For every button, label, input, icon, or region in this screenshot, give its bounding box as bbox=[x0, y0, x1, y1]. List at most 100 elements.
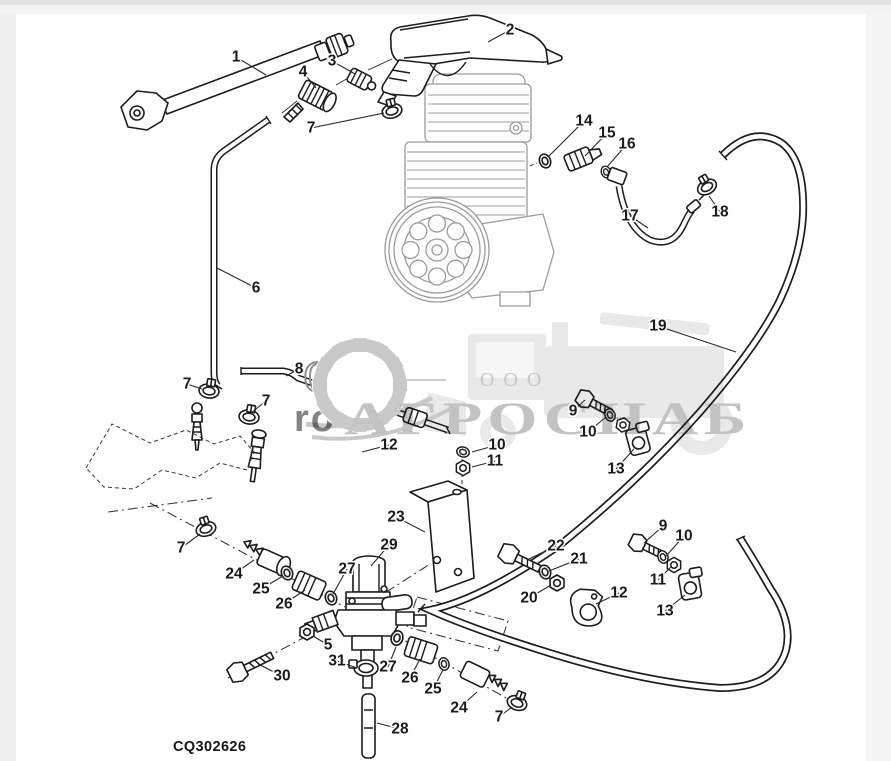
part-callout-29: 29 bbox=[380, 537, 398, 554]
part-callout-7: 7 bbox=[262, 393, 271, 410]
bolt-30 bbox=[226, 651, 275, 684]
air-compressor bbox=[384, 73, 555, 307]
leader-line-17 bbox=[629, 215, 649, 229]
part-callout-27: 27 bbox=[338, 561, 355, 578]
leader-line-6 bbox=[216, 267, 257, 289]
leader-line-29 bbox=[370, 544, 390, 567]
part-callout-19: 19 bbox=[649, 318, 667, 335]
leader-line-28 bbox=[376, 722, 401, 730]
part-callout-13: 13 bbox=[656, 603, 674, 620]
hose-17 bbox=[606, 166, 705, 246]
fitting-15 bbox=[563, 146, 603, 172]
part-callout-10: 10 bbox=[488, 437, 505, 454]
leader-line-24 bbox=[233, 559, 255, 575]
leader-line-9 bbox=[643, 525, 664, 544]
leader-line-8 bbox=[285, 368, 300, 377]
tractor-silhouette-icon bbox=[424, 312, 733, 455]
part-callout-6: 6 bbox=[252, 280, 261, 297]
fitting-26b bbox=[403, 636, 439, 665]
part-callout-11: 11 bbox=[650, 572, 667, 589]
part-callout-22: 22 bbox=[547, 538, 564, 555]
part-callout-7: 7 bbox=[183, 376, 192, 393]
part-callout-12: 12 bbox=[380, 437, 397, 454]
top-border-bar bbox=[0, 0, 891, 5]
blow-gun bbox=[377, 14, 563, 107]
extension-wand bbox=[120, 32, 355, 131]
part-callout-8: 8 bbox=[295, 361, 304, 378]
leader-line-24 bbox=[458, 691, 478, 709]
leader-line-7 bbox=[310, 112, 385, 129]
leader-line-19 bbox=[657, 325, 737, 353]
part-callout-9: 9 bbox=[569, 403, 578, 420]
leader-line-13 bbox=[615, 448, 635, 470]
leader-line-12 bbox=[361, 444, 390, 453]
leader-line-27 bbox=[332, 568, 348, 595]
part-callout-4: 4 bbox=[299, 64, 308, 81]
part-callout-25: 25 bbox=[252, 581, 270, 598]
part-callout-7: 7 bbox=[495, 709, 504, 726]
part-callout-7: 7 bbox=[177, 540, 186, 557]
leader-line-3 bbox=[331, 60, 356, 75]
part-callout-10: 10 bbox=[579, 424, 596, 441]
part-callout-30: 30 bbox=[273, 668, 290, 685]
nozzle-b bbox=[247, 429, 267, 483]
tube-28 bbox=[361, 693, 376, 759]
part-callout-24: 24 bbox=[450, 700, 468, 717]
leader-line-11 bbox=[471, 460, 496, 468]
leader-line-25 bbox=[260, 575, 284, 590]
part-callout-31: 31 bbox=[328, 653, 346, 670]
leader-line-10 bbox=[471, 444, 498, 453]
gear-wheat-logo-icon bbox=[305, 338, 453, 441]
leader-line-7 bbox=[180, 533, 201, 549]
leader-line-2 bbox=[487, 29, 511, 43]
leader-line-10 bbox=[665, 535, 685, 557]
part-callout-26: 26 bbox=[275, 596, 293, 613]
watermark-company-name: АГРОСНАБ bbox=[344, 393, 752, 445]
leader-line-7 bbox=[186, 383, 203, 390]
leader-line-25 bbox=[432, 669, 444, 690]
phantom-panel bbox=[85, 423, 255, 490]
leader-line-31 bbox=[336, 660, 358, 669]
leader-line-18 bbox=[708, 195, 721, 213]
leader-line-26 bbox=[409, 658, 421, 679]
part-callout-15: 15 bbox=[598, 125, 616, 142]
part-callout-7: 7 bbox=[307, 120, 316, 137]
part-callout-3: 3 bbox=[328, 53, 337, 70]
figure-code: CQ302626 bbox=[173, 739, 247, 755]
leader-line-7 bbox=[498, 706, 513, 718]
part-callout-13: 13 bbox=[607, 461, 625, 478]
leader-line-1 bbox=[235, 56, 267, 76]
nozzle-a bbox=[191, 402, 203, 451]
leader-line-15 bbox=[584, 132, 608, 157]
leader-line-11 bbox=[657, 566, 672, 581]
leader-line-5 bbox=[312, 635, 329, 646]
leader-line-7 bbox=[250, 400, 267, 414]
connector-24b bbox=[459, 660, 509, 692]
leader-line-12 bbox=[595, 592, 620, 605]
leader-line-23 bbox=[395, 516, 426, 533]
clamp-13b bbox=[677, 566, 703, 601]
leader-line-4 bbox=[302, 71, 317, 89]
leader-line-20 bbox=[528, 584, 552, 599]
part-callout-9: 9 bbox=[659, 518, 668, 535]
leader-line-9 bbox=[572, 399, 586, 412]
clamp-12 bbox=[569, 588, 604, 627]
right-margin-strip bbox=[866, 14, 891, 761]
watermark-org-form: ООО bbox=[480, 369, 550, 391]
leader-line-10 bbox=[587, 416, 607, 433]
part-callout-11: 11 bbox=[487, 453, 504, 470]
part-callout-18: 18 bbox=[711, 204, 729, 221]
leader-line-27 bbox=[387, 646, 397, 668]
leader-line-30 bbox=[257, 663, 283, 677]
part-callout-25: 25 bbox=[424, 681, 442, 698]
part-callout-24: 24 bbox=[225, 566, 243, 583]
part-callout-14: 14 bbox=[575, 113, 593, 130]
clamp-13a bbox=[625, 420, 651, 457]
leader-line-21 bbox=[548, 558, 580, 572]
part-callout-16: 16 bbox=[618, 136, 636, 153]
leader-line-16 bbox=[606, 143, 628, 168]
left-margin-strip bbox=[0, 14, 16, 761]
part-callout-27: 27 bbox=[379, 659, 396, 676]
